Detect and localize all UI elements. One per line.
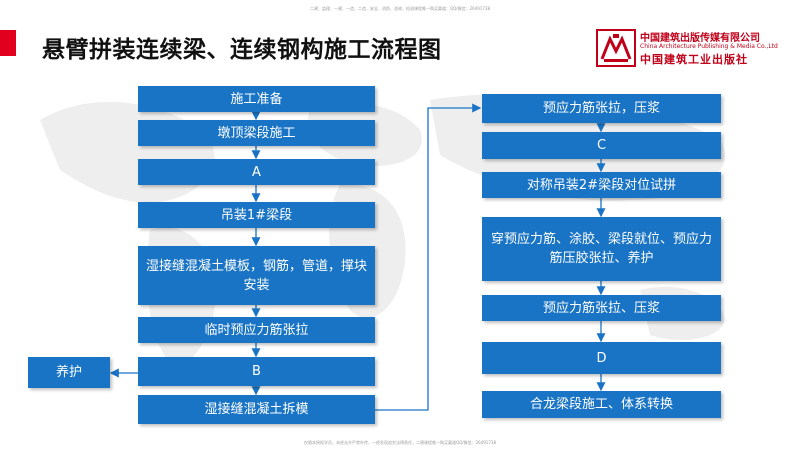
flow-box-right-1: 预应力筋张拉，压浆 xyxy=(482,94,721,123)
top-watermark-note: 二建、监理、一建、一造、二造、安全、消防、咨询、检测课程唯一购买渠道：QQ/微信… xyxy=(309,6,490,11)
flow-box-right-2: C xyxy=(482,132,721,159)
flow-box-left-3: A xyxy=(138,159,375,185)
flow-box-left-5: 湿接缝混凝土模板，钢筋，管道，撑块安装 xyxy=(138,246,375,305)
flow-box-left-8: 湿接缝混凝土拆模 xyxy=(138,395,375,424)
publisher-logo-icon xyxy=(596,29,636,67)
flow-box-right-6: D xyxy=(482,342,721,374)
flow-box-right-5: 预应力筋张拉、压浆 xyxy=(482,295,721,321)
publisher-name-cn: 中国建筑出版传媒有限公司 xyxy=(640,33,760,44)
flow-box-side: 养护 xyxy=(28,357,110,388)
publisher-name-cn-2: 中国建筑工业出版社 xyxy=(640,53,748,66)
page-title: 悬臂拼装连续梁、连续钢构施工流程图 xyxy=(42,37,442,63)
flow-box-left-7: B xyxy=(138,357,375,386)
flow-box-right-4: 穿预应力筋、涂胶、梁段就位、预应力筋压胶张拉、养护 xyxy=(482,217,721,281)
flow-box-left-6: 临时预应力筋张拉 xyxy=(138,317,375,343)
flow-box-left-1: 施工准备 xyxy=(138,86,375,112)
bottom-watermark-note: 仅限本授权学员，未经允许严禁外传，一经发现追究法律责任，二建课程唯一购买渠道QQ… xyxy=(303,440,496,445)
flow-box-left-2: 墩顶梁段施工 xyxy=(138,120,375,146)
publisher-name-en: China Architecture Publishing & Media Co… xyxy=(640,43,778,50)
flow-box-right-7: 合龙梁段施工、体系转换 xyxy=(482,391,721,418)
flow-box-left-4: 吊装1#梁段 xyxy=(138,202,375,228)
flow-box-right-3: 对称吊装2#梁段对位试拼 xyxy=(482,172,721,198)
title-accent-bar xyxy=(0,30,16,56)
